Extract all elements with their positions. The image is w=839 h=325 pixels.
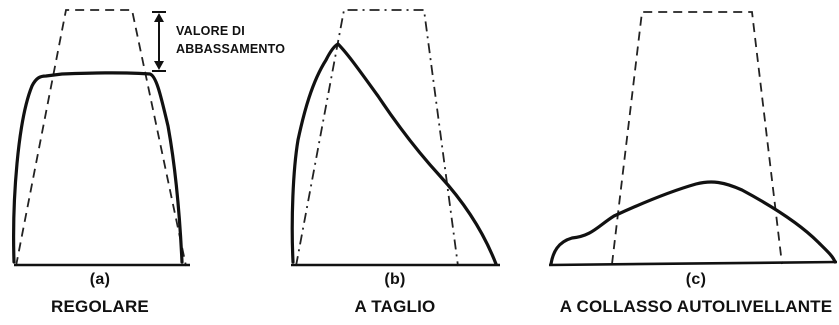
case-a-name: REGOLARE: [51, 297, 149, 316]
slump-value-label-line1: VALORE DI: [176, 24, 245, 38]
slump-value-label: VALORE DI ABBASSAMENTO: [176, 22, 285, 58]
case-a-mold-outline: [15, 9, 187, 267]
case-b-concrete-profile: [290, 42, 498, 266]
case-a-concrete-profile: [12, 71, 184, 264]
case-a-drawing: [12, 9, 190, 267]
case-c-mold-outline: [611, 11, 783, 265]
case-a-letter: (a): [89, 271, 111, 288]
case-b-mold-outline: [295, 9, 459, 267]
case-c-letter: (c): [685, 271, 707, 288]
case-c-base-line: [548, 260, 838, 267]
case-b-name: A TAGLIO: [354, 297, 436, 316]
case-c-name: A COLLASSO AUTOLIVELLANTE: [559, 297, 833, 316]
case-c-concrete-profile: [549, 180, 837, 266]
case-b-letter: (b): [384, 271, 406, 288]
case-c-drawing: [548, 11, 838, 267]
case-b-drawing: [290, 9, 500, 267]
double-headed-vertical-arrow-icon: [152, 11, 166, 72]
slump-value-label-line2: ABBASSAMENTO: [176, 42, 286, 56]
